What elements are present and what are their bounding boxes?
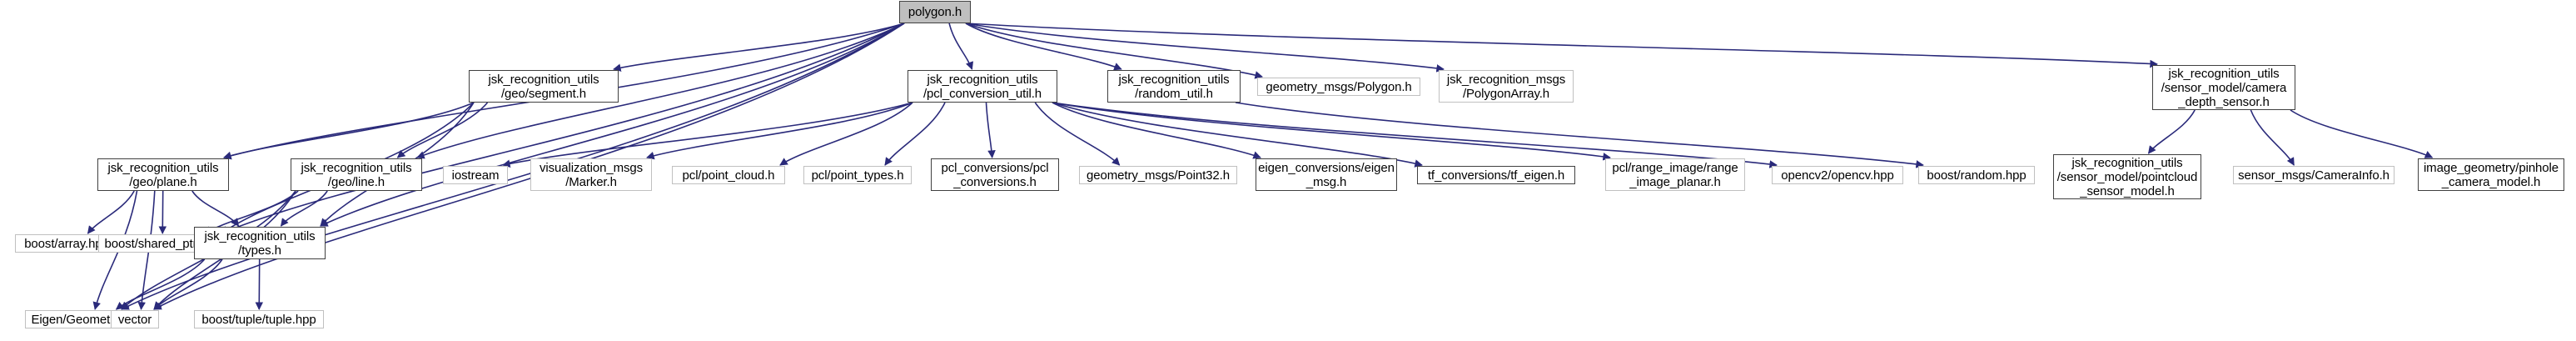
graph-node-camera_depth_sensor[interactable]: jsk_recognition_utils /sensor_model/came… — [2152, 65, 2295, 110]
graph-edge — [884, 102, 946, 166]
graph-node-pinhole_camera_model[interactable]: image_geometry/pinhole _camera_model.h — [2418, 158, 2564, 191]
graph-edge — [965, 23, 1122, 71]
graph-node-vector[interactable]: vector — [111, 310, 159, 328]
graph-edge — [1052, 102, 1778, 168]
graph-edge — [502, 102, 913, 168]
graph-node-geo_line[interactable]: jsk_recognition_utils /geo/line.h — [291, 158, 422, 191]
graph-node-pcl_point_types[interactable]: pcl/point_types.h — [803, 166, 912, 184]
graph-edge — [1034, 102, 1121, 166]
graph-node-label: jsk_recognition_utils /types.h — [204, 228, 316, 258]
graph-node-label: boost/random.hpp — [1927, 168, 2026, 183]
graph-node-label: boost/array.hpp — [24, 236, 109, 251]
graph-node-label: Eigen/Geometry — [31, 312, 121, 327]
graph-node-vis_marker[interactable]: visualization_msgs /Marker.h — [530, 158, 652, 191]
graph-node-pcl_point_cloud[interactable]: pcl/point_cloud.h — [672, 166, 785, 184]
graph-node-gm_point32[interactable]: geometry_msgs/Point32.h — [1079, 166, 1237, 184]
graph-node-label: tf_conversions/tf_eigen.h — [1427, 168, 1565, 183]
graph-node-gm_polygon[interactable]: geometry_msgs/Polygon.h — [1257, 78, 1420, 96]
graph-node-boost_array[interactable]: boost/array.hpp — [15, 234, 118, 253]
graph-node-pcl_conversions[interactable]: pcl_conversions/pcl _conversions.h — [931, 158, 1059, 191]
graph-node-label: geometry_msgs/Polygon.h — [1266, 79, 1412, 94]
graph-node-label: jsk_recognition_utils /random_util.h — [1118, 72, 1230, 101]
graph-edge — [965, 23, 1445, 73]
graph-node-polygon[interactable]: polygon.h — [899, 1, 971, 23]
graph-node-msgs_polygonarray[interactable]: jsk_recognition_msgs /PolygonArray.h — [1439, 70, 1574, 103]
graph-edge — [2250, 109, 2295, 166]
graph-node-label: jsk_recognition_utils /pcl_conversion_ut… — [922, 72, 1042, 101]
graph-node-boost_random[interactable]: boost/random.hpp — [1918, 166, 2035, 184]
graph-node-label: pcl/point_cloud.h — [682, 168, 775, 183]
graph-edge — [221, 23, 905, 235]
graph-edge — [1052, 102, 1261, 159]
graph-node-opencv[interactable]: opencv2/opencv.hpp — [1772, 166, 1903, 184]
graph-edge — [153, 23, 905, 310]
graph-node-label: iostream — [451, 168, 500, 183]
graph-node-eigen_conversions[interactable]: eigen_conversions/eigen _msg.h — [1256, 158, 1397, 191]
graph-edge — [1052, 102, 1611, 161]
graph-edge — [121, 23, 905, 310]
graph-node-label: polygon.h — [908, 5, 962, 19]
graph-edge — [646, 102, 913, 160]
graph-edge — [115, 258, 206, 310]
graph-node-range_image_planar[interactable]: pcl/range_image/range _image_planar.h — [1605, 158, 1745, 191]
graph-node-label: vector — [117, 312, 152, 327]
graph-node-types[interactable]: jsk_recognition_utils /types.h — [194, 227, 326, 259]
graph-edge — [779, 102, 913, 166]
graph-node-label: pcl/range_image/range _image_planar.h — [1612, 160, 1738, 189]
graph-node-label: pcl/point_types.h — [811, 168, 904, 183]
graph-edge — [1235, 102, 1924, 168]
graph-node-geo_segment[interactable]: jsk_recognition_utils /geo/segment.h — [469, 70, 619, 103]
graph-node-label: jsk_recognition_utils /geo/segment.h — [488, 72, 599, 101]
graph-node-label: pcl_conversions/pcl _conversions.h — [941, 160, 1049, 189]
graph-node-label: opencv2/opencv.hpp — [1781, 168, 1894, 183]
graph-node-tf_eigen[interactable]: tf_conversions/tf_eigen.h — [1417, 166, 1575, 184]
graph-node-geo_plane[interactable]: jsk_recognition_utils /geo/plane.h — [97, 158, 229, 191]
graph-edge — [153, 258, 223, 310]
graph-edge — [965, 23, 1263, 79]
graph-edge — [320, 23, 905, 227]
graph-edge — [948, 23, 974, 70]
graph-node-label: visualization_msgs /Marker.h — [539, 160, 644, 189]
graph-edge — [985, 102, 996, 158]
graph-edge — [396, 102, 489, 158]
graph-edge — [223, 102, 475, 160]
graph-node-label: jsk_recognition_msgs /PolygonArray.h — [1446, 72, 1566, 101]
graph-edge — [2290, 109, 2434, 158]
graph-node-label: sensor_msgs/CameraInfo.h — [2238, 168, 2390, 183]
graph-node-camerainfo[interactable]: sensor_msgs/CameraInfo.h — [2233, 166, 2394, 184]
graph-node-label: jsk_recognition_utils /geo/plane.h — [107, 160, 219, 189]
graph-node-pointcloud_sensor_model[interactable]: jsk_recognition_utils /sensor_model/poin… — [2053, 154, 2201, 199]
graph-edge — [2147, 109, 2196, 154]
graph-edge — [191, 190, 240, 227]
graph-node-label: jsk_recognition_utils /sensor_model/poin… — [2056, 155, 2198, 198]
graph-node-label: geometry_msgs/Point32.h — [1087, 168, 1230, 183]
graph-node-label: eigen_conversions/eigen _msg.h — [1258, 160, 1395, 189]
graph-edge — [1052, 102, 1423, 168]
graph-node-pcl_conversion_util[interactable]: jsk_recognition_utils /pcl_conversion_ut… — [908, 70, 1057, 103]
graph-edge — [965, 23, 2158, 68]
graph-node-iostream[interactable]: iostream — [443, 166, 508, 184]
graph-edge — [613, 23, 905, 72]
graph-node-label: jsk_recognition_utils /geo/line.h — [301, 160, 412, 189]
graph-node-label: jsk_recognition_utils /sensor_model/came… — [2161, 66, 2287, 109]
graph-node-boost_tuple[interactable]: boost/tuple/tuple.hpp — [194, 310, 324, 328]
graph-node-label: image_geometry/pinhole _camera_model.h — [2423, 160, 2559, 189]
graph-node-eigen_geometry[interactable]: Eigen/Geometry — [25, 310, 127, 328]
graph-node-random_util[interactable]: jsk_recognition_utils /random_util.h — [1107, 70, 1241, 103]
graph-edge — [280, 190, 328, 227]
graph-node-label: boost/tuple/tuple.hpp — [201, 312, 316, 327]
graph-edge — [87, 190, 135, 234]
